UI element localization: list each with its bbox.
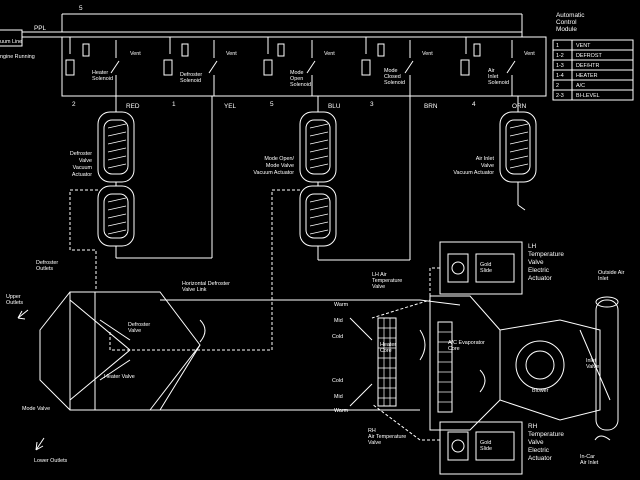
legend-pin-1: 1 (556, 43, 559, 49)
legend-pin-6: 2-3 (556, 93, 564, 99)
warm-bottom-label: Warm (334, 408, 349, 414)
node-5-label: 5 (79, 5, 83, 12)
legend-pin-5: 2 (556, 83, 559, 89)
legend-desc-3: DEF/HTR (576, 63, 599, 69)
legend-pin-2: 1-2 (556, 53, 564, 59)
pin-5: 5 (270, 101, 274, 108)
svg-text:Automatic: Automatic (556, 12, 585, 19)
vacuum-hoses (115, 96, 526, 261)
svg-text:Control: Control (556, 19, 577, 26)
ppl-label: PPL (34, 25, 47, 32)
vent-label-5: Vent (524, 51, 535, 57)
wire-brn: BRN (424, 103, 438, 110)
pin-2: 2 (72, 101, 76, 108)
mode-valve-label: Mode Valve (22, 406, 50, 412)
mid-bottom-label: Mid (334, 394, 343, 400)
legend-desc-5: A/C (576, 83, 585, 89)
cold-bottom-label: Cold (332, 378, 343, 384)
engine-running-label: ngine Running (0, 54, 35, 60)
rh-temp-electric-actuator (371, 403, 523, 475)
pin-1: 1 (172, 101, 176, 108)
control-module: Automatic Control Module (552, 12, 634, 101)
vent-label-4: Vent (422, 51, 433, 57)
wire-blu: BLU (328, 103, 341, 110)
blower-label: Blower (532, 388, 549, 394)
svg-text:Module: Module (556, 26, 577, 33)
airflow-arrows (17, 309, 611, 451)
lower-outlets-label: Lower Outlets (34, 458, 68, 464)
pin-3: 3 (370, 101, 374, 108)
mid-top-label: Mid (334, 318, 343, 324)
legend-desc-1: VENT (576, 43, 591, 49)
air-inlet-valve-actuator (499, 111, 537, 190)
pin-4: 4 (472, 101, 476, 108)
heater-valve-label: Heater Valve (104, 374, 135, 380)
mode-valve-actuator (299, 111, 337, 247)
legend-pin-4: 1-4 (556, 73, 564, 79)
warm-top-label: Warm (334, 302, 349, 308)
wire-red: RED (126, 103, 140, 110)
wire-orn: ORN (512, 103, 527, 110)
legend-desc-2: DEFROST (576, 53, 602, 59)
legend-pin-3: 1-3 (556, 63, 564, 69)
lh-temp-electric-actuator (371, 241, 523, 319)
solenoid-bank (61, 36, 547, 97)
wire-yel: YEL (224, 103, 237, 110)
cold-top-label: Cold (332, 334, 343, 340)
defroster-valve-actuator (97, 111, 135, 247)
vacuum-source-label: uum Line (0, 39, 22, 45)
vent-label-3: Vent (324, 51, 335, 57)
vent-label-1: Vent (130, 51, 141, 57)
legend-desc-6: BI-LEVEL (576, 93, 600, 99)
hvac-duct-housing (39, 291, 619, 431)
legend-desc-4: HEATER (576, 73, 598, 79)
vacuum-supply-lines (0, 13, 523, 47)
vent-label-2: Vent (226, 51, 237, 57)
actuator-linkages (69, 189, 300, 351)
